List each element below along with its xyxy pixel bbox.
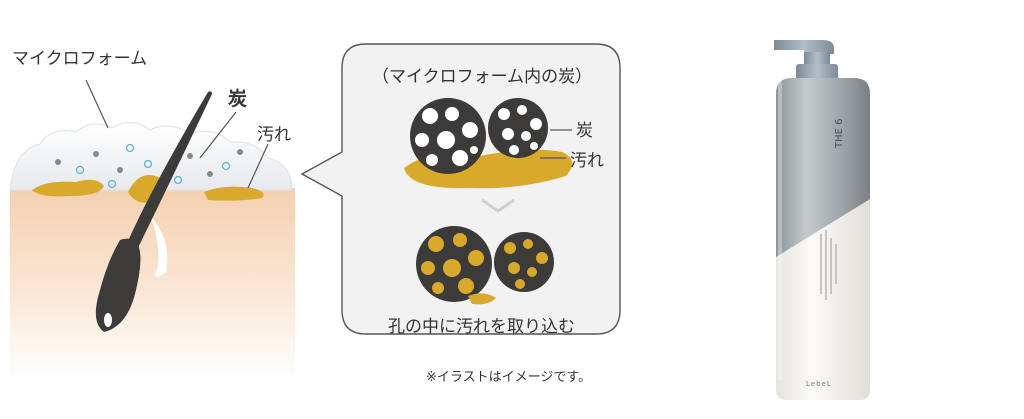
disclaimer-note: ※イラストはイメージです。 <box>426 370 592 385</box>
bubble-caption: 孔の中に汚れを取り込む <box>388 317 575 337</box>
label-dirt: 汚れ <box>257 125 291 145</box>
charcoal-before <box>404 98 573 189</box>
dirt-residue <box>468 293 496 305</box>
hair-bulb-hole <box>104 313 112 327</box>
bottle-logo: LebeL <box>806 380 832 388</box>
bottle-metal-sleeve <box>776 78 870 262</box>
dirt-deposit-right <box>204 186 264 201</box>
label-microfoam: マイクロフォーム <box>12 49 148 69</box>
leader-charcoal <box>199 111 237 159</box>
charcoal-particle-large <box>410 98 486 174</box>
foam-particles <box>55 143 243 189</box>
follicle <box>150 215 168 277</box>
hair-shaft <box>124 91 212 256</box>
bottle-brand-text: THE 6 <box>834 118 845 149</box>
charcoal-particle-large-filled <box>416 226 492 302</box>
leader-microfoam <box>85 79 109 129</box>
pump-collar <box>796 64 838 80</box>
label-charcoal: 炭 <box>228 88 248 110</box>
charcoal-after <box>416 226 554 305</box>
charcoal-particle-small <box>488 98 548 158</box>
hair-root <box>95 238 141 332</box>
chevron-down-icon <box>481 198 515 213</box>
scalp-illustration <box>9 79 295 380</box>
bubble-label-dirt: 汚れ <box>570 151 604 171</box>
bubble-title: （マイクロフォーム内の炭） <box>372 67 593 87</box>
product-bottle <box>774 40 870 400</box>
charcoal-particle-small-filled <box>494 232 554 292</box>
dirt-deposit-left <box>32 179 104 197</box>
pump-stem <box>804 52 830 66</box>
pump-nozzle <box>774 40 834 54</box>
leader-dirt <box>247 143 269 189</box>
bubble-label-charcoal: 炭 <box>576 121 593 141</box>
skin-layer <box>10 184 295 380</box>
bottle-text-lines <box>820 230 837 300</box>
